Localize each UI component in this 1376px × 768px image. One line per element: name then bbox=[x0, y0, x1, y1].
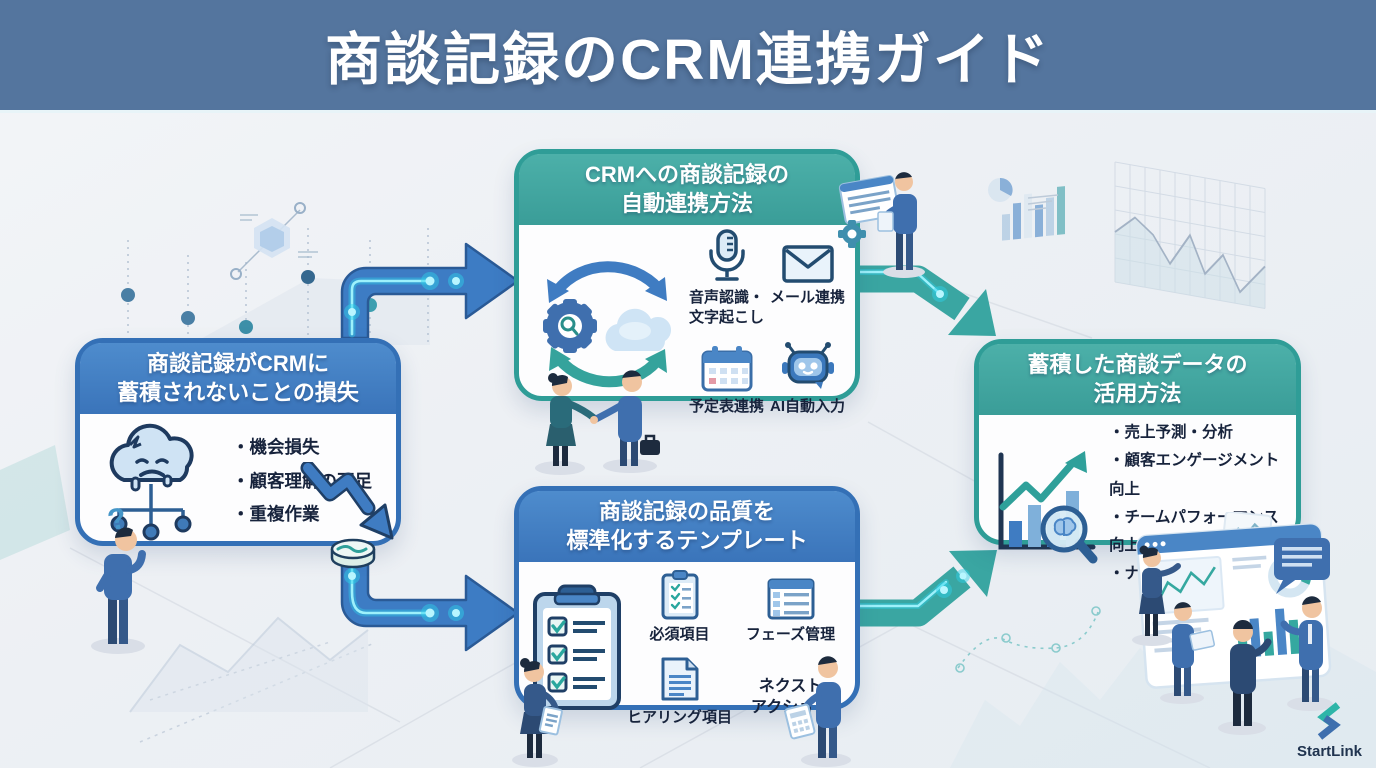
robot-icon bbox=[781, 336, 835, 392]
gear-cloud-sync-icon bbox=[543, 261, 672, 388]
template-item-phase: フェーズ管理 bbox=[736, 568, 845, 645]
growth-chart-magnifier-icon bbox=[998, 450, 1098, 564]
loss-card-body: ・機会損失 ・顧客理解の不足 ・重複作業 bbox=[80, 414, 396, 552]
template-item-hearing: ヒアリング項目 bbox=[625, 653, 734, 728]
usage-bullet: ・顧客エンゲージメント向上 bbox=[1109, 452, 1280, 498]
cloud-icon bbox=[605, 308, 672, 351]
tablet-person-right bbox=[784, 656, 851, 767]
brand-logo-text: StartLink bbox=[1296, 743, 1362, 760]
startlink-logo-icon bbox=[1317, 702, 1342, 740]
usage-bullet: ・売上予測・分析 bbox=[1109, 424, 1234, 442]
auto-item-label: メール連携 bbox=[769, 289, 845, 307]
loss-card-title: 商談記録がCRMに 蓄積されないことの損失 bbox=[117, 351, 359, 405]
page-title: 商談記録のCRM連携ガイド bbox=[325, 28, 1051, 92]
loss-card: 商談記録がCRMに 蓄積されないことの損失 ・機会損失 ・顧客理解の不足 ・重複… bbox=[75, 338, 401, 546]
auto-card: CRMへの商談記録の 自動連携方法 bbox=[514, 149, 860, 415]
iso-line-chart-decor bbox=[1114, 161, 1266, 309]
template-item-label: フェーズ管理 bbox=[745, 626, 836, 644]
iso-bar-pie-decor bbox=[988, 177, 1065, 241]
auto-item-label: AI自動入力 bbox=[769, 397, 845, 415]
brand-logo: StartLink bbox=[1297, 700, 1362, 760]
template-card-title: 商談記録の品質を 標準化するテンプレート bbox=[566, 499, 808, 553]
document-person bbox=[838, 172, 925, 278]
declining-arrow-icon bbox=[300, 462, 394, 569]
speech-bubble-decor bbox=[1274, 538, 1330, 594]
arrow-auto-to-usage bbox=[858, 265, 996, 336]
calendar-icon bbox=[701, 336, 753, 392]
auto-item-calendar: 予定表連携 bbox=[687, 336, 766, 417]
corner-teal-shape bbox=[0, 445, 70, 560]
arrow-loss-to-auto bbox=[340, 242, 520, 340]
auto-item-mail: メール連携 bbox=[768, 227, 847, 308]
auto-item-ai: AI自動入力 bbox=[768, 336, 847, 417]
auto-card-title: CRMへの商談記録の 自動連携方法 bbox=[584, 162, 790, 216]
auto-item-label: 予定表連携 bbox=[688, 397, 764, 415]
usage-card-header: 蓄積した商談データの 活用方法 bbox=[979, 344, 1296, 416]
auto-items: 音声認識・ 文字起こし メール連携 bbox=[687, 227, 847, 416]
loss-card-header: 商談記録がCRMに 蓄積されないことの損失 bbox=[80, 343, 396, 415]
tablet-person-left bbox=[512, 658, 563, 767]
microphone-icon bbox=[705, 227, 749, 283]
loss-bullet: ・機会損失 bbox=[232, 437, 320, 458]
title-banner: 商談記録のCRM連携ガイド bbox=[0, 0, 1376, 113]
handshake-people bbox=[535, 370, 660, 475]
hexagon-node-decor bbox=[230, 202, 318, 280]
document-icon bbox=[659, 653, 701, 703]
usage-card-title: 蓄積した商談データの 活用方法 bbox=[1027, 352, 1248, 406]
person-pointing bbox=[1280, 596, 1333, 711]
arrow-template-to-usage bbox=[858, 550, 997, 627]
gear-icon bbox=[543, 298, 597, 353]
small-gear-decor bbox=[838, 220, 866, 248]
bottom-left-chart-decor bbox=[129, 616, 369, 713]
magnifier-brain-icon bbox=[1040, 505, 1098, 564]
scatter-chart-decor bbox=[121, 228, 435, 345]
phase-table-icon bbox=[767, 568, 815, 620]
template-item-label: ヒアリング項目 bbox=[626, 708, 732, 726]
dotted-diagonal bbox=[139, 643, 373, 743]
sad-cloud-network-icon bbox=[109, 423, 194, 541]
auto-card-header: CRMへの商談記録の 自動連携方法 bbox=[519, 154, 855, 226]
auto-item-voice: 音声認識・ 文字起こし bbox=[687, 227, 766, 328]
person-center bbox=[1218, 619, 1272, 735]
auto-card-body: 音声認識・ 文字起こし メール連携 bbox=[519, 225, 855, 422]
template-item-label: 必須項目 bbox=[649, 626, 710, 644]
loss-bullet: ・重複作業 bbox=[232, 503, 320, 524]
template-card-header: 商談記録の品質を 標準化するテンプレート bbox=[519, 491, 855, 563]
auto-item-label: 音声認識・ 文字起こし bbox=[688, 289, 764, 326]
coin-icon bbox=[330, 538, 376, 569]
checklist-icon bbox=[660, 568, 700, 620]
template-item-required: 必須項目 bbox=[625, 568, 734, 645]
mail-icon bbox=[781, 227, 834, 283]
